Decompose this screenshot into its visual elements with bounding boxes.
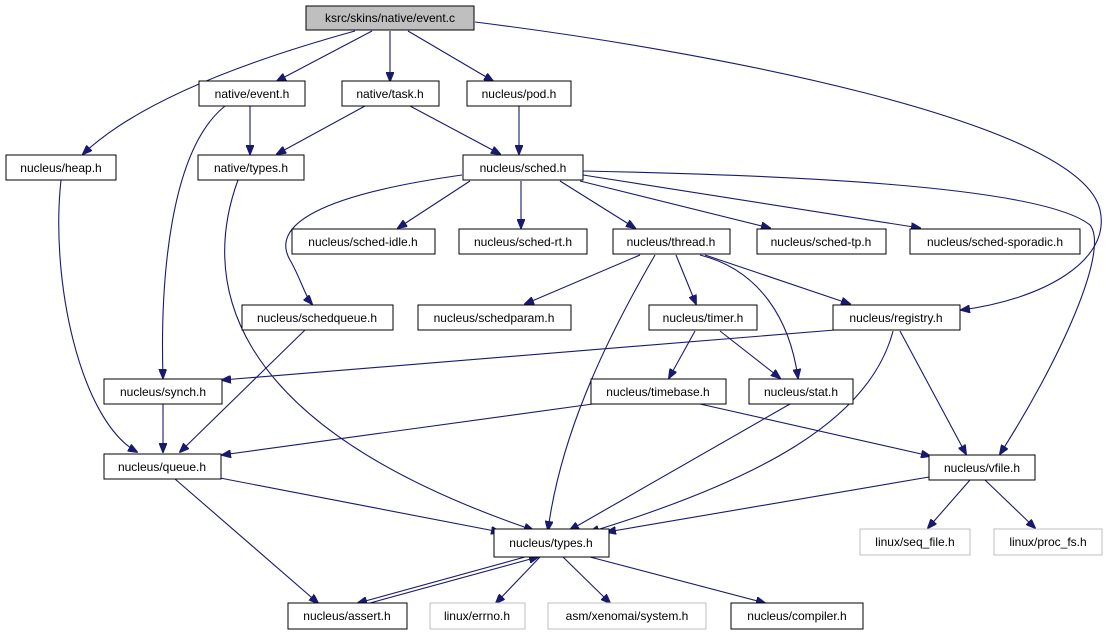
edge-registry-types — [590, 330, 894, 532]
edge-queue-types — [219, 477, 500, 532]
node-proc-fs-label: linux/proc_fs.h — [1009, 535, 1086, 549]
edge-thread-types — [548, 254, 656, 530]
edge-sched-schedqueue — [285, 174, 463, 304]
edge-heap-queue — [58, 179, 137, 452]
node-native-task[interactable]: native/task.h — [341, 80, 440, 107]
node-sched-sporadic[interactable]: nucleus/sched-sporadic.h — [909, 228, 1081, 255]
node-schedparam-label: nucleus/schedparam.h — [434, 311, 555, 325]
edge-queue-assert — [174, 478, 318, 603]
edge-sched-idle — [398, 180, 471, 228]
node-system-label: asm/xenomai/system.h — [566, 609, 689, 623]
edge-native-task-sched — [409, 105, 500, 154]
edge-types-system — [562, 556, 610, 603]
edge-root-native-event — [277, 30, 373, 81]
node-compiler[interactable]: nucleus/compiler.h — [730, 602, 864, 630]
node-queue[interactable]: nucleus/queue.h — [103, 453, 222, 480]
edge-native-task-native-types — [277, 105, 366, 154]
edge-types-assert — [358, 556, 526, 603]
node-nucleus-sched[interactable]: nucleus/sched.h — [462, 154, 584, 181]
node-queue-label: nucleus/queue.h — [118, 460, 206, 474]
node-types[interactable]: nucleus/types.h — [493, 528, 610, 558]
node-stat[interactable]: nucleus/stat.h — [748, 378, 854, 405]
node-errno-label: linux/errno.h — [444, 609, 510, 623]
node-timebase[interactable]: nucleus/timebase.h — [590, 378, 727, 405]
node-seq-file-label: linux/seq_file.h — [875, 535, 954, 549]
node-nucleus-heap[interactable]: nucleus/heap.h — [5, 154, 117, 181]
node-nucleus-pod-label: nucleus/pod.h — [482, 87, 557, 101]
edge-sched-thread — [559, 180, 635, 228]
edge-types-errno — [496, 556, 541, 603]
node-sched-tp-label: nucleus/sched-tp.h — [771, 235, 872, 249]
edge-types-compiler — [589, 556, 765, 603]
edges — [58, 21, 1102, 604]
node-proc-fs[interactable]: linux/proc_fs.h — [993, 528, 1103, 556]
edge-native-event-synch — [163, 105, 226, 378]
edge-timebase-queue — [222, 402, 601, 455]
edge-thread-timer — [675, 254, 696, 304]
node-nucleus-pod[interactable]: nucleus/pod.h — [466, 80, 572, 107]
node-vfile-label: nucleus/vfile.h — [944, 461, 1020, 475]
node-root[interactable]: ksrc/skins/native/event.c — [305, 5, 475, 31]
edge-root-registry — [474, 21, 1102, 310]
edge-stat-types — [570, 403, 791, 530]
node-nucleus-sched-label: nucleus/sched.h — [480, 161, 567, 175]
edge-timebase-vfile — [699, 403, 930, 456]
edge-root-pod — [407, 30, 493, 81]
node-vfile[interactable]: nucleus/vfile.h — [928, 454, 1036, 481]
edge-vfile-seq-file — [928, 479, 971, 528]
edge-assert-types — [369, 557, 538, 604]
node-native-types-label: native/types.h — [214, 161, 288, 175]
edge-vfile-types — [607, 475, 936, 532]
nodes: ksrc/skins/native/event.c native/event.h… — [5, 5, 1103, 630]
node-sched-rt-label: nucleus/sched-rt.h — [474, 235, 572, 249]
node-native-task-label: native/task.h — [356, 87, 423, 101]
node-native-event-label: native/event.h — [215, 87, 290, 101]
node-native-types[interactable]: native/types.h — [197, 154, 305, 181]
node-nucleus-heap-label: nucleus/heap.h — [20, 161, 101, 175]
edge-registry-vfile — [899, 330, 966, 454]
node-sched-sporadic-label: nucleus/sched-sporadic.h — [927, 235, 1063, 249]
node-system[interactable]: asm/xenomai/system.h — [547, 602, 707, 630]
edge-timer-stat — [719, 330, 780, 378]
edge-timer-timebase — [669, 330, 696, 378]
node-types-label: nucleus/types.h — [509, 536, 592, 550]
edge-schedqueue-queue — [180, 329, 306, 452]
node-sched-tp[interactable]: nucleus/sched-tp.h — [756, 228, 887, 255]
node-assert-label: nucleus/assert.h — [303, 609, 390, 623]
node-timer-label: nucleus/timer.h — [663, 311, 744, 325]
edge-thread-schedparam — [525, 254, 641, 304]
edge-sched-tp — [579, 180, 770, 228]
node-synch[interactable]: nucleus/synch.h — [103, 378, 223, 405]
node-assert[interactable]: nucleus/assert.h — [287, 602, 408, 630]
node-errno[interactable]: linux/errno.h — [429, 602, 526, 630]
node-native-event[interactable]: native/event.h — [198, 80, 306, 107]
node-timebase-label: nucleus/timebase.h — [606, 385, 709, 399]
node-timer[interactable]: nucleus/timer.h — [648, 304, 758, 331]
edge-vfile-proc-fs — [984, 479, 1035, 528]
edge-sched-sporadic — [582, 174, 920, 228]
node-schedqueue-label: nucleus/schedqueue.h — [257, 311, 377, 325]
edge-thread-registry — [704, 254, 850, 304]
edge-native-types-types — [224, 179, 533, 530]
node-sched-rt[interactable]: nucleus/sched-rt.h — [458, 228, 588, 255]
node-registry-label: nucleus/registry.h — [849, 311, 942, 325]
node-schedqueue[interactable]: nucleus/schedqueue.h — [241, 304, 394, 331]
node-schedparam[interactable]: nucleus/schedparam.h — [417, 304, 572, 331]
node-thread[interactable]: nucleus/thread.h — [612, 228, 731, 255]
edge-registry-synch — [222, 329, 836, 380]
node-thread-label: nucleus/thread.h — [627, 235, 716, 249]
node-seq-file[interactable]: linux/seq_file.h — [859, 528, 971, 556]
node-registry[interactable]: nucleus/registry.h — [832, 304, 961, 331]
node-compiler-label: nucleus/compiler.h — [747, 609, 846, 623]
node-root-label: ksrc/skins/native/event.c — [325, 11, 455, 25]
edge-sched-vfile — [582, 170, 1095, 454]
node-sched-idle-label: nucleus/sched-idle.h — [308, 235, 417, 249]
edge-thread-stat — [699, 254, 798, 378]
node-sched-idle[interactable]: nucleus/sched-idle.h — [291, 228, 436, 255]
node-synch-label: nucleus/synch.h — [120, 385, 206, 399]
node-stat-label: nucleus/stat.h — [764, 385, 838, 399]
